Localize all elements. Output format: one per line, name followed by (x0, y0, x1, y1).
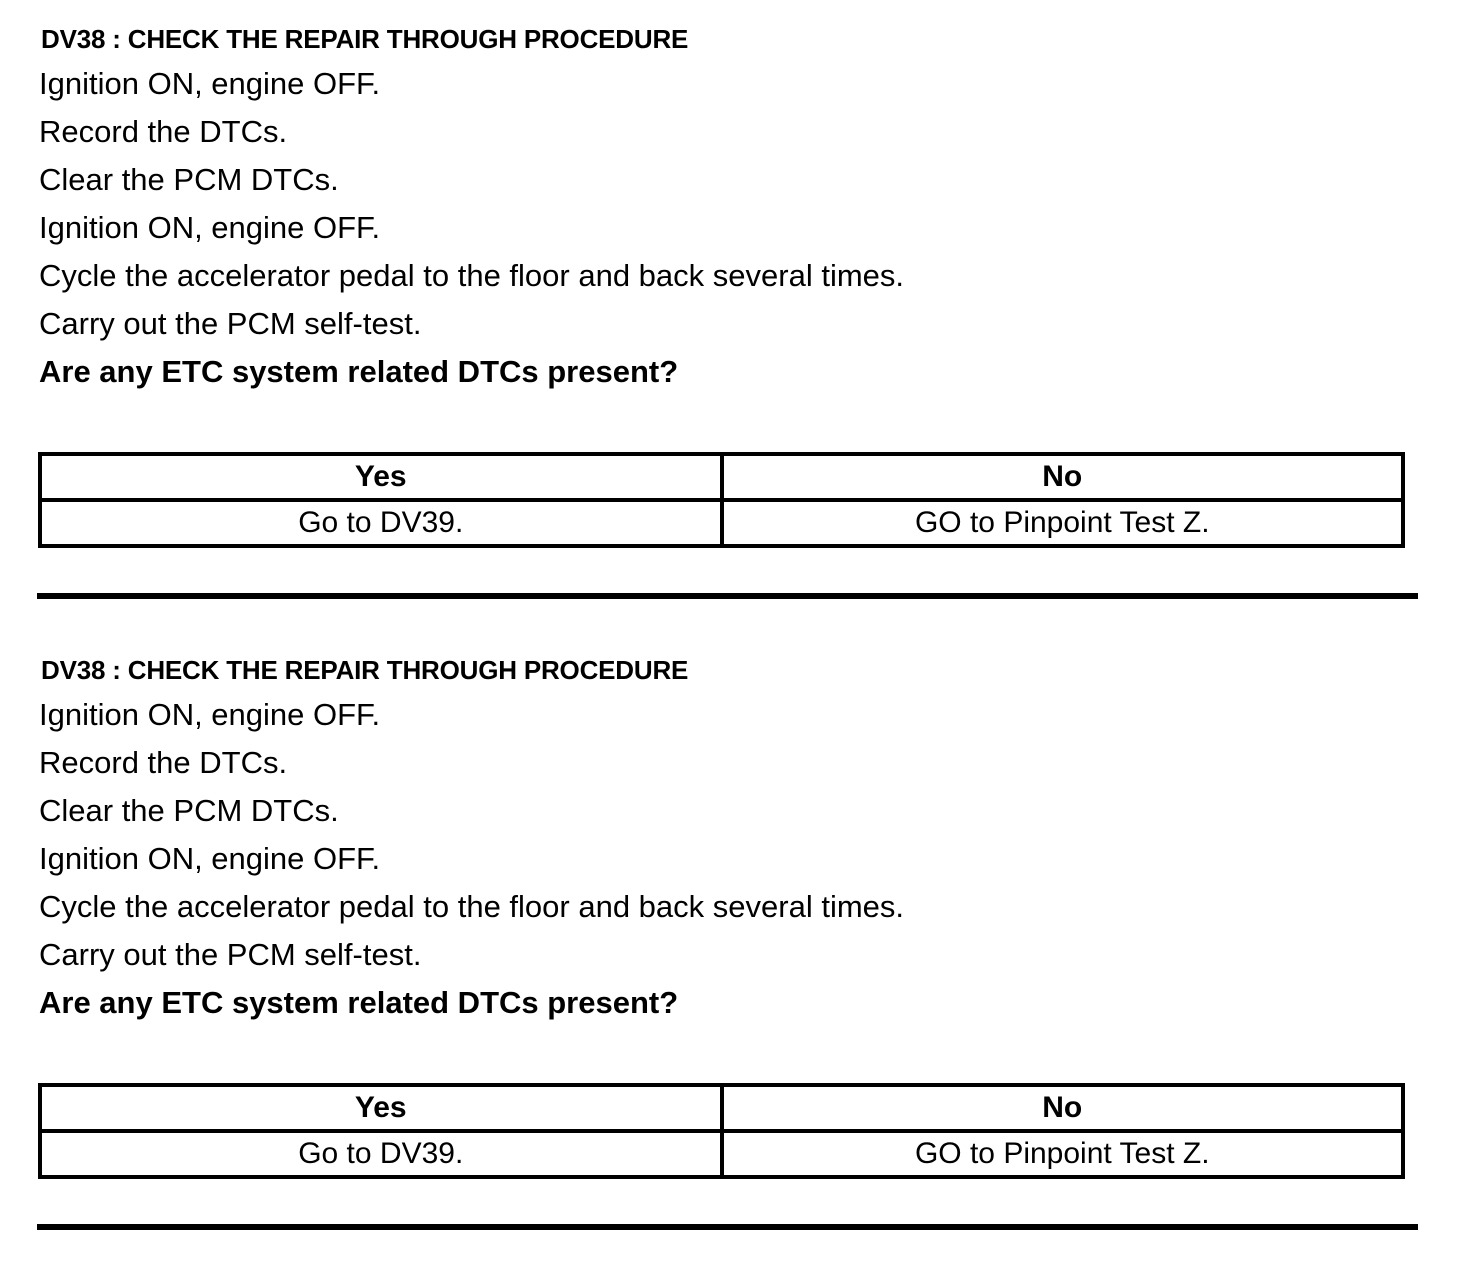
section-heading: DV38 : CHECK THE REPAIR THROUGH PROCEDUR… (41, 24, 689, 54)
decision-table: Yes No Go to DV39. GO to Pinpoint Test Z… (38, 452, 1405, 548)
table-row: Go to DV39. GO to Pinpoint Test Z. (38, 1129, 1405, 1179)
table-header-row: Yes No (38, 1083, 1405, 1133)
procedure-step: Ignition ON, engine OFF. (39, 210, 381, 245)
table-header-row: Yes No (38, 452, 1405, 502)
procedure-step: Carry out the PCM self-test. (39, 306, 422, 341)
decision-header-no: No (719, 1083, 1405, 1133)
procedure-step: Ignition ON, engine OFF. (39, 841, 381, 876)
decision-question: Are any ETC system related DTCs present? (39, 985, 679, 1020)
procedure-section: DV38 : CHECK THE REPAIR THROUGH PROCEDUR… (0, 655, 1472, 1230)
procedure-step: Carry out the PCM self-test. (39, 937, 422, 972)
section-separator (37, 593, 1418, 599)
decision-header-no: No (719, 452, 1405, 502)
document-page: { "colors": { "background": "#ffffff", "… (0, 24, 1472, 1272)
decision-no-cell: GO to Pinpoint Test Z. (719, 1129, 1405, 1179)
procedure-step: Clear the PCM DTCs. (39, 162, 339, 197)
decision-yes-cell: Go to DV39. (38, 498, 724, 548)
procedure-section: DV38 : CHECK THE REPAIR THROUGH PROCEDUR… (0, 24, 1472, 599)
procedure-step: Clear the PCM DTCs. (39, 793, 339, 828)
section-heading: DV38 : CHECK THE REPAIR THROUGH PROCEDUR… (41, 655, 689, 685)
procedure-step: Cycle the accelerator pedal to the floor… (39, 258, 905, 293)
decision-header-yes: Yes (38, 452, 724, 502)
procedure-step: Ignition ON, engine OFF. (39, 697, 381, 732)
section-separator (37, 1224, 1418, 1230)
table-row: Go to DV39. GO to Pinpoint Test Z. (38, 498, 1405, 548)
procedure-step: Record the DTCs. (39, 114, 288, 149)
procedure-step: Ignition ON, engine OFF. (39, 66, 381, 101)
procedure-step: Cycle the accelerator pedal to the floor… (39, 889, 905, 924)
decision-no-cell: GO to Pinpoint Test Z. (719, 498, 1405, 548)
decision-question: Are any ETC system related DTCs present? (39, 354, 679, 389)
procedure-step: Record the DTCs. (39, 745, 288, 780)
decision-yes-cell: Go to DV39. (38, 1129, 724, 1179)
decision-header-yes: Yes (38, 1083, 724, 1133)
decision-table: Yes No Go to DV39. GO to Pinpoint Test Z… (38, 1083, 1405, 1179)
